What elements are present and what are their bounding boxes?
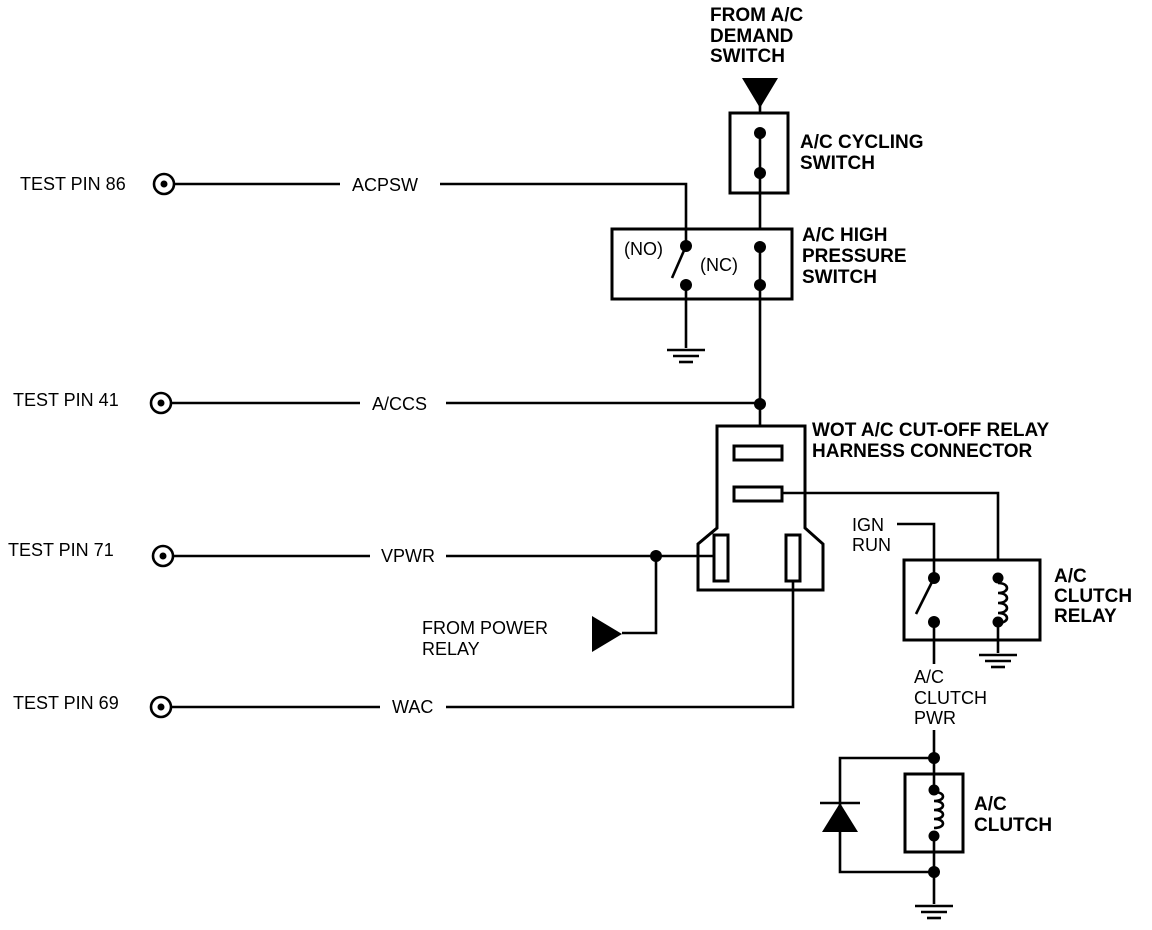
ac-clutch-relay-label: A/C CLUTCH RELAY [1054, 566, 1132, 627]
svg-text:CLUTCH: CLUTCH [914, 688, 987, 708]
ac-clutch-pwr-label: A/C CLUTCH PWR [914, 667, 987, 728]
ac-clutch-label: A/C CLUTCH [974, 794, 1052, 836]
svg-text:HARNESS CONNECTOR: HARNESS CONNECTOR [812, 441, 1033, 462]
test-pin-69-label: TEST PIN 69 [13, 693, 119, 713]
svg-text:FROM A/C: FROM A/C [710, 5, 804, 26]
no-contact-label: (NO) [624, 239, 663, 259]
svg-text:RELAY: RELAY [1054, 606, 1117, 627]
svg-text:A/C CYCLING: A/C CYCLING [800, 132, 924, 153]
vpwr-signal-label: VPWR [381, 546, 435, 566]
ground-icon [979, 653, 1017, 669]
test-pin-41-label: TEST PIN 41 [13, 390, 119, 410]
ac-clutch-relay [902, 558, 1042, 642]
svg-text:PWR: PWR [914, 708, 956, 728]
ac-high-pressure-switch-label: A/C HIGH PRESSURE SWITCH [802, 225, 907, 288]
svg-text:A/C: A/C [914, 667, 944, 687]
test-pin-69-terminal-icon[interactable] [149, 695, 173, 719]
from-power-relay-label: FROM POWER RELAY [422, 618, 548, 659]
wac-signal-label: WAC [392, 697, 433, 717]
svg-text:CLUTCH: CLUTCH [974, 815, 1052, 836]
svg-text:PRESSURE: PRESSURE [802, 246, 907, 267]
test-pin-41-terminal-icon[interactable] [149, 391, 173, 415]
test-pin-71-label: TEST PIN 71 [8, 540, 114, 560]
svg-text:SWITCH: SWITCH [710, 46, 785, 67]
test-pin-71-terminal-icon[interactable] [151, 544, 175, 568]
svg-text:IGN: IGN [852, 515, 884, 535]
ign-run-label: IGN RUN [852, 515, 891, 555]
svg-text:A/C: A/C [974, 794, 1007, 815]
svg-text:CLUTCH: CLUTCH [1054, 586, 1132, 607]
from-ac-demand-switch-label: FROM A/C DEMAND SWITCH [710, 5, 804, 67]
nc-contact-label: (NC) [700, 255, 738, 275]
svg-text:SWITCH: SWITCH [800, 153, 875, 174]
svg-text:A/C: A/C [1054, 566, 1087, 587]
wot-relay-label: WOT A/C CUT-OFF RELAY HARNESS CONNECTOR [812, 420, 1049, 462]
svg-text:WOT A/C CUT-OFF RELAY: WOT A/C CUT-OFF RELAY [812, 420, 1049, 441]
test-pin-86-label: TEST PIN 86 [20, 174, 126, 194]
diode-icon [820, 801, 860, 832]
svg-text:RELAY: RELAY [422, 639, 480, 659]
svg-text:RUN: RUN [852, 535, 891, 555]
svg-text:FROM POWER: FROM POWER [422, 618, 548, 638]
clutch-coil-icon [933, 790, 945, 830]
acpsw-signal-label: ACPSW [352, 175, 418, 195]
input-arrow-icon [742, 78, 778, 108]
ac-cycling-switch-label: A/C CYCLING SWITCH [800, 132, 924, 174]
svg-text:A/C HIGH: A/C HIGH [802, 225, 888, 246]
accs-signal-label: A/CCS [372, 394, 427, 414]
ground-icon [915, 904, 953, 920]
power-relay-arrow-icon [592, 616, 622, 652]
ground-icon [667, 348, 705, 364]
svg-text:DEMAND: DEMAND [710, 26, 793, 47]
test-pin-86-terminal-icon[interactable] [152, 172, 176, 196]
svg-text:SWITCH: SWITCH [802, 267, 877, 288]
